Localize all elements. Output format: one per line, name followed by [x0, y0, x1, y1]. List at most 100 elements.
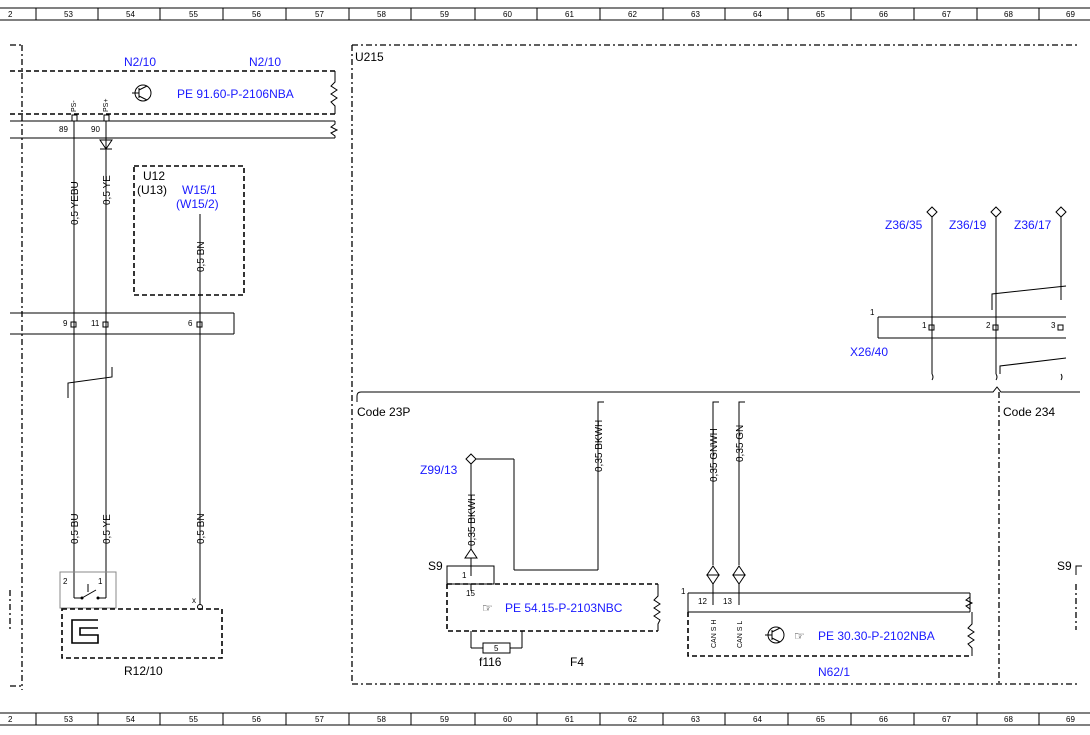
transistor-icon [765, 626, 785, 644]
code-234-label: Code 234 [1003, 405, 1055, 419]
can-low-pin: CAN S L [737, 621, 744, 648]
s9-right-label: S9 [1057, 559, 1072, 573]
ruler-number: 61 [565, 10, 574, 19]
u12-label: U12 [143, 169, 165, 183]
wire-label-gn: 0,35 GN [735, 425, 746, 462]
wire-label-bn-bottom: 0,5 BN [196, 513, 207, 544]
x26-pin-3: 3 [1051, 321, 1056, 330]
pe-30-30-reference[interactable]: PE 30.30-P-2102NBA [818, 629, 935, 643]
ruler-number: 60 [503, 10, 512, 19]
x26-pin-1: 1 [922, 321, 927, 330]
ruler-number: 67 [942, 715, 951, 724]
wire-label-yebu: 0,5 YEBU [70, 181, 81, 225]
code-23p-label: Code 23P [357, 405, 410, 419]
ruler-number: 63 [691, 715, 700, 724]
ruler-number: 59 [440, 715, 449, 724]
ruler-number: 57 [315, 10, 324, 19]
n62-pin-12: 12 [698, 597, 707, 606]
n2-10-module: N2/10 N2/10 PE 91.60-P-2106NBA PS- PS+ 8… [10, 55, 339, 139]
switch-pin-2: 2 [63, 577, 68, 586]
ruler-number: 53 [64, 10, 73, 19]
pin-9: 9 [63, 319, 68, 328]
switch-pin-1: 1 [98, 577, 103, 586]
pe-54-15-module: 15 ☞ PE 54.15-P-2103NBC 5 f116 F4 [446, 583, 661, 669]
ruler-number: 58 [377, 715, 386, 724]
f4-label: F4 [570, 655, 584, 669]
ruler-number: 69 [1066, 10, 1075, 19]
ruler-number: 66 [879, 10, 888, 19]
ruler-left-stub: 2 [8, 10, 13, 19]
z99-13-and-s9: Z99/13 0,35 BKWH 0,35 BKWH S9 1 [420, 401, 605, 585]
pin-x: x [192, 596, 196, 605]
u12-box: U12 (U13) W15/1 (W15/2) 0,5 BN [133, 165, 245, 380]
pin-ps-minus: PS- [71, 100, 78, 112]
ruler-number: 60 [503, 715, 512, 724]
fuse-number: 5 [494, 644, 499, 653]
ruler-number: 59 [440, 10, 449, 19]
n2-10-label-b: N2/10 [249, 55, 281, 69]
w15-1-label: W15/1 [182, 183, 217, 197]
wire-label-bkwh-1: 0,35 BKWH [594, 420, 605, 472]
z36-splices: Z36/35 Z36/19 Z36/17 [885, 206, 1067, 381]
ruler-number: 68 [1004, 715, 1013, 724]
pointer-hand-icon: ☞ [482, 601, 493, 615]
ruler-number: 65 [816, 715, 825, 724]
ruler-number: 67 [942, 10, 951, 19]
s9-pin-1: 1 [462, 571, 467, 580]
wire-label-bn: 0,5 BN [196, 241, 207, 272]
twisted-pair-icon [67, 367, 113, 398]
s9-left-label: S9 [428, 559, 443, 573]
n2-10-label-a: N2/10 [124, 55, 156, 69]
ruler-number: 55 [189, 10, 198, 19]
ruler-number: 69 [1066, 715, 1075, 724]
u215-label: U215 [355, 50, 384, 64]
ruler-number: 62 [628, 715, 637, 724]
z36-17-label: Z36/17 [1014, 218, 1052, 232]
ground-triangle-icon [99, 139, 113, 150]
pointer-hand-icon: ☞ [794, 629, 805, 643]
pin-11: 11 [91, 319, 100, 328]
ruler-number: 58 [377, 10, 386, 19]
wire-label-ye-bottom: 0,5 YE [102, 514, 113, 544]
ruler-number: 65 [816, 10, 825, 19]
pe-91-60-reference[interactable]: PE 91.60-P-2106NBA [177, 87, 294, 101]
u13-label: (U13) [137, 183, 167, 197]
z36-19-label: Z36/19 [949, 218, 987, 232]
code-brace [356, 386, 1080, 402]
ruler-number: 55 [189, 715, 198, 724]
wire-label-bu: 0,5 BU [70, 513, 81, 544]
f116-label: f116 [479, 655, 502, 669]
x26-40-connector: 1 1 2 3 X26/40 [850, 308, 1066, 359]
ruler-number: 53 [64, 715, 73, 724]
x26-pin-1-marker: 1 [870, 308, 875, 317]
wire-label-gnwh: 0,35 GNWH [709, 428, 720, 482]
ruler-number: 66 [879, 715, 888, 724]
ruler-number: 56 [252, 715, 261, 724]
x26-pin-2: 2 [986, 321, 991, 330]
can-high-pin: CAN S H [711, 620, 718, 648]
pin-89: 89 [59, 125, 68, 134]
u215-frame: U215 [351, 44, 1080, 685]
wire-label-bkwh-2: 0,35 BKWH [467, 494, 478, 546]
z36-35-label: Z36/35 [885, 218, 923, 232]
wire-label-ye: 0,5 YE [102, 175, 113, 205]
x26-40-label: X26/40 [850, 345, 888, 359]
n62-pin-marker: 1 [681, 587, 686, 596]
pin-6: 6 [188, 319, 193, 328]
n62-1-label: N62/1 [818, 665, 850, 679]
heater-element-icon [71, 619, 99, 644]
ruler-number: 63 [691, 10, 700, 19]
ruler-number: 56 [252, 10, 261, 19]
ruler-number: 64 [753, 10, 762, 19]
ruler-left-stub: 2 [8, 715, 13, 724]
r12-10-label: R12/10 [124, 664, 163, 678]
ruler-number: 54 [126, 10, 135, 19]
pin-90: 90 [91, 125, 100, 134]
s9-right-partial: S9 [1057, 559, 1082, 630]
z99-13-label: Z99/13 [420, 463, 458, 477]
ruler-number: 57 [315, 715, 324, 724]
pe-54-15-reference[interactable]: PE 54.15-P-2103NBC [505, 601, 623, 615]
pin-ps-plus: PS+ [103, 99, 110, 112]
r12-10-component: 2 1 x R12/10 [59, 571, 223, 678]
